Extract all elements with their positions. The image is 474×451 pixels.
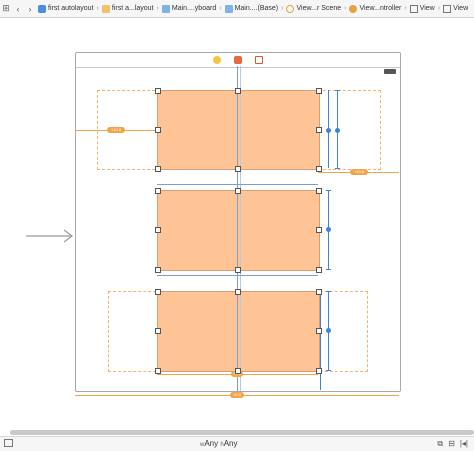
height-prefix: h xyxy=(220,442,224,448)
resize-handle[interactable] xyxy=(235,188,241,194)
orange-view-bottom[interactable] xyxy=(157,291,320,372)
breadcrumb-item[interactable]: Main....yboard xyxy=(160,4,218,13)
resize-handle[interactable] xyxy=(235,88,241,94)
constraint-tick xyxy=(335,168,340,169)
jump-bar: ⊞ ‹ › first autolayout › first a...layou… xyxy=(0,0,474,18)
xcode-project-icon xyxy=(38,4,46,13)
constraint-tick xyxy=(326,269,331,270)
storyboard-file-icon xyxy=(161,4,170,13)
resize-handle[interactable] xyxy=(316,88,322,94)
breadcrumb-item[interactable]: first a...layout xyxy=(100,4,156,13)
horizontal-scrollbar[interactable] xyxy=(10,430,474,435)
trailing-constraint-badge[interactable]: +10.8 xyxy=(350,169,368,175)
autolayout-tools: ⧉ ⊟ |◂| xyxy=(437,439,468,449)
center-x-guide xyxy=(240,66,241,391)
resize-handle[interactable] xyxy=(155,289,161,295)
breadcrumb-label: View xyxy=(453,5,469,12)
chevron-right-icon: › xyxy=(281,5,284,12)
storyboard-file-icon xyxy=(224,4,233,13)
height-size-class: Any xyxy=(223,439,238,448)
breadcrumb-item[interactable]: View xyxy=(441,4,470,13)
vertical-gap-line xyxy=(157,275,318,276)
breadcrumb-label: View...r Scene xyxy=(296,5,342,12)
chevron-right-icon: › xyxy=(156,5,159,12)
related-items-icon[interactable]: ⊞ xyxy=(2,3,10,13)
resize-handle[interactable] xyxy=(316,227,322,233)
size-class-control[interactable]: wAny hAny xyxy=(200,439,238,448)
exit-icon[interactable] xyxy=(255,56,263,64)
constraint-tick xyxy=(326,370,331,371)
breadcrumb-item[interactable]: Main....(Base) xyxy=(223,4,281,13)
resize-handle[interactable] xyxy=(316,328,322,334)
leading-constraint-badge[interactable]: +10.8 xyxy=(107,127,125,133)
orange-view-top[interactable] xyxy=(157,90,320,170)
scene-dock xyxy=(76,53,400,68)
resize-handle[interactable] xyxy=(235,289,241,295)
resize-handle[interactable] xyxy=(316,289,322,295)
breadcrumb-label: View...ntroller xyxy=(359,5,402,12)
folder-icon xyxy=(101,4,110,13)
resize-handle[interactable] xyxy=(316,368,322,374)
chevron-right-icon: › xyxy=(96,5,99,12)
center-x-guide xyxy=(237,66,238,391)
resize-handle[interactable] xyxy=(235,267,241,273)
constraint-dot[interactable] xyxy=(326,128,331,133)
back-arrow-icon[interactable]: ‹ xyxy=(16,3,20,14)
view-icon xyxy=(409,4,418,13)
bottom-bar: wAny hAny ⧉ ⊟ |◂| xyxy=(0,436,474,451)
constraint-dot[interactable] xyxy=(326,328,331,333)
resize-handle[interactable] xyxy=(155,188,161,194)
resize-handle[interactable] xyxy=(316,188,322,194)
stack-icon[interactable]: ⧉ xyxy=(437,439,444,448)
resize-handle[interactable] xyxy=(155,267,161,273)
height-constraint[interactable] xyxy=(320,291,321,390)
breadcrumb-label: Main....yboard xyxy=(171,5,217,12)
resize-handle[interactable] xyxy=(316,267,322,273)
scene-width-constraint-badge[interactable]: +0.0 xyxy=(230,392,244,398)
resize-handle[interactable] xyxy=(155,88,161,94)
width-prefix: w xyxy=(200,442,205,448)
breadcrumb-item[interactable]: first autolayout xyxy=(36,4,96,13)
first-responder-icon[interactable] xyxy=(234,56,242,64)
chevron-right-icon: › xyxy=(437,5,441,12)
chevron-right-icon: › xyxy=(404,5,407,12)
resize-handle[interactable] xyxy=(235,166,241,172)
pin-icon[interactable]: |◂| xyxy=(459,439,468,448)
constraint-tick xyxy=(326,291,331,292)
width-size-class: Any xyxy=(204,439,219,448)
resize-handle[interactable] xyxy=(155,328,161,334)
chevron-right-icon: › xyxy=(219,5,222,12)
initial-view-controller-arrow-icon xyxy=(26,229,73,243)
view-controller-icon[interactable] xyxy=(213,56,221,64)
view-icon xyxy=(443,4,452,13)
chevron-right-icon: › xyxy=(344,5,347,12)
breadcrumb-label: first autolayout xyxy=(48,5,94,12)
forward-arrow-icon[interactable]: › xyxy=(28,3,32,14)
breadcrumb-item[interactable]: View...ntroller xyxy=(347,4,403,13)
resize-handle[interactable] xyxy=(155,368,161,374)
breadcrumb-label: Main....(Base) xyxy=(234,5,279,12)
orange-view-middle[interactable] xyxy=(157,190,320,271)
resize-handle[interactable] xyxy=(155,127,161,133)
breadcrumb-item[interactable]: View xyxy=(408,4,437,13)
resize-handle[interactable] xyxy=(155,166,161,172)
scene-icon xyxy=(286,4,295,13)
resize-handle[interactable] xyxy=(235,368,241,374)
vertical-gap-line xyxy=(157,184,318,185)
breadcrumb-item[interactable]: View...r Scene xyxy=(284,4,343,13)
constraint-dot[interactable] xyxy=(326,227,331,232)
constraint-tick xyxy=(335,90,340,91)
resize-handle[interactable] xyxy=(155,227,161,233)
resize-handle[interactable] xyxy=(316,166,322,172)
align-icon[interactable]: ⊟ xyxy=(448,439,455,448)
constraint-tick xyxy=(326,190,331,191)
breadcrumb-label: View xyxy=(419,5,435,12)
view-controller-icon xyxy=(349,4,358,13)
resize-handle[interactable] xyxy=(316,127,322,133)
battery-icon xyxy=(384,69,396,74)
document-outline-toggle-icon[interactable] xyxy=(4,439,13,447)
constraint-dot[interactable] xyxy=(335,128,340,133)
breadcrumb-label: first a...layout xyxy=(111,5,154,12)
